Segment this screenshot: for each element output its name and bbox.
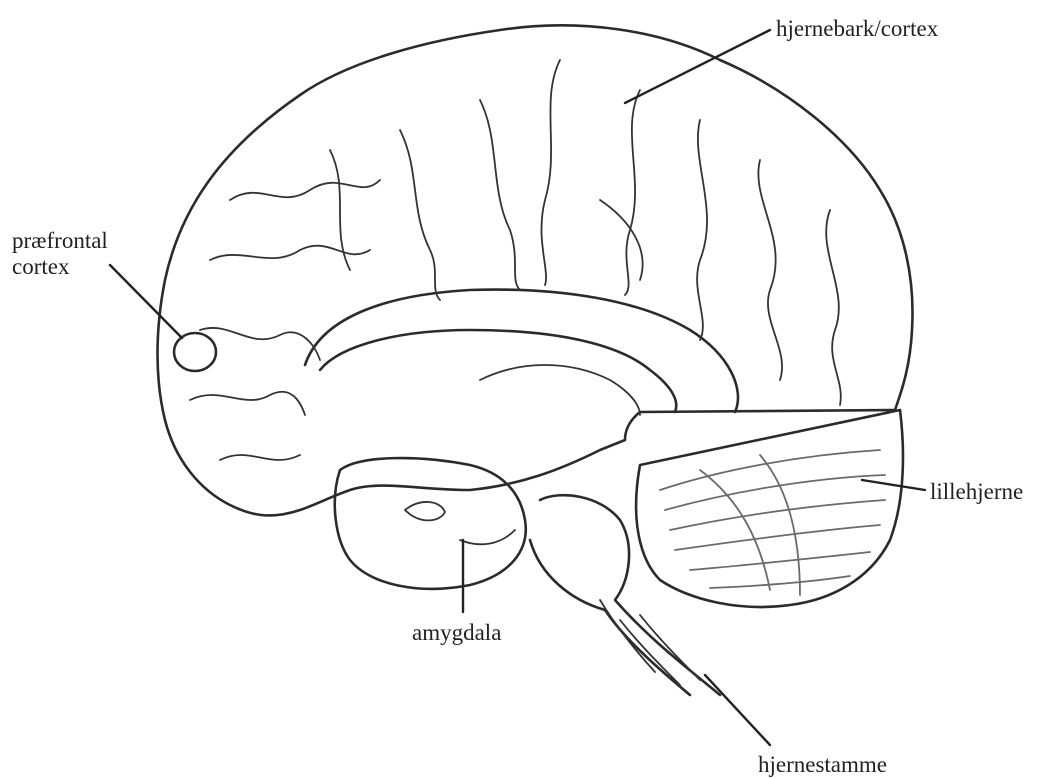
leader-cerebellum (862, 480, 925, 490)
leader-cortex (625, 30, 770, 103)
cerebellum (636, 410, 903, 607)
label-cerebellum: lillehjerne (930, 479, 1023, 505)
gyri (190, 60, 841, 460)
temporal-lobe (335, 458, 526, 589)
cerebrum-outline (158, 25, 913, 515)
label-prefrontal-line1: præfrontal (12, 228, 108, 254)
corpus-callosum (305, 290, 738, 412)
label-brainstem: hjernestamme (758, 752, 887, 778)
label-cortex: hjernebark/cortex (776, 16, 938, 42)
label-amygdala: amygdala (412, 620, 501, 646)
leader-brainstem (705, 675, 770, 745)
amygdala-detail (405, 502, 515, 544)
prefrontal-marker (174, 333, 216, 371)
label-prefrontal-cortex: præfrontal cortex (12, 228, 108, 280)
label-prefrontal-line2: cortex (12, 254, 108, 280)
fornix (480, 365, 640, 415)
leader-prefrontal (110, 265, 182, 338)
cerebellum-folia (660, 450, 885, 595)
brainstem-striations (600, 600, 700, 685)
